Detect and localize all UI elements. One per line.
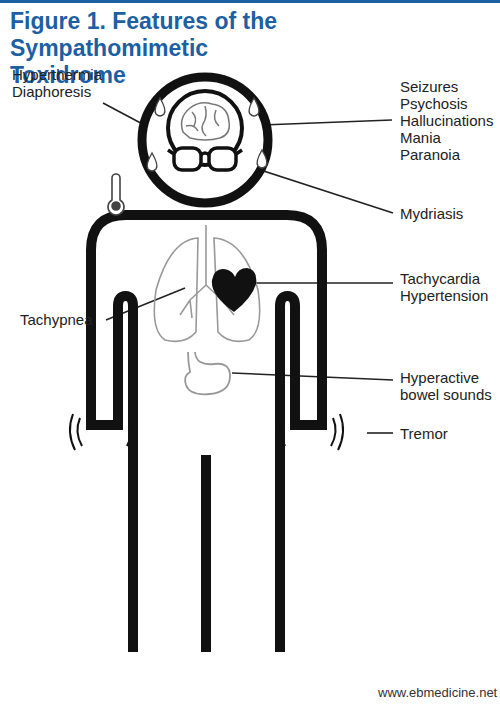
head-outline [142,77,268,203]
brain-icon [182,103,230,140]
leader-line [248,166,393,213]
feature-label: Mydriasis [400,205,500,222]
feature-label: Psychosis [400,95,500,112]
glasses-icon [168,148,242,170]
feature-label: Seizures [400,78,500,95]
tremor-marks [70,414,343,450]
feature-label: Tachycardia [400,270,500,287]
feature-label: Hyperthermia [12,66,132,83]
heart-icon [212,268,256,312]
leg-divider [201,455,211,652]
arm-end [86,420,123,430]
feature-label: Tachypnea [20,311,110,328]
leader-line [262,120,392,125]
feature-label: Tremor [400,425,500,442]
body-outline [280,296,295,652]
thermometer-icon [108,174,124,215]
stomach-icon [185,352,230,394]
source-watermark: www.ebmedicine.net [378,684,500,701]
feature-label: Paranoia [400,146,500,163]
arm-end [290,420,327,430]
feature-label: Mania [400,129,500,146]
body-outline [118,296,133,652]
leader-line [367,432,393,434]
sweat-drops [147,98,267,171]
feature-label: Hypertension [400,287,500,304]
lungs-icon [154,225,259,341]
feature-label: Hallucinations [400,112,500,129]
body-outline [91,215,322,425]
feature-label: Diaphoresis [12,83,132,100]
leader-line [232,373,393,380]
title-rule [0,0,500,3]
feature-label: Hyperactive bowel sounds [400,369,498,403]
